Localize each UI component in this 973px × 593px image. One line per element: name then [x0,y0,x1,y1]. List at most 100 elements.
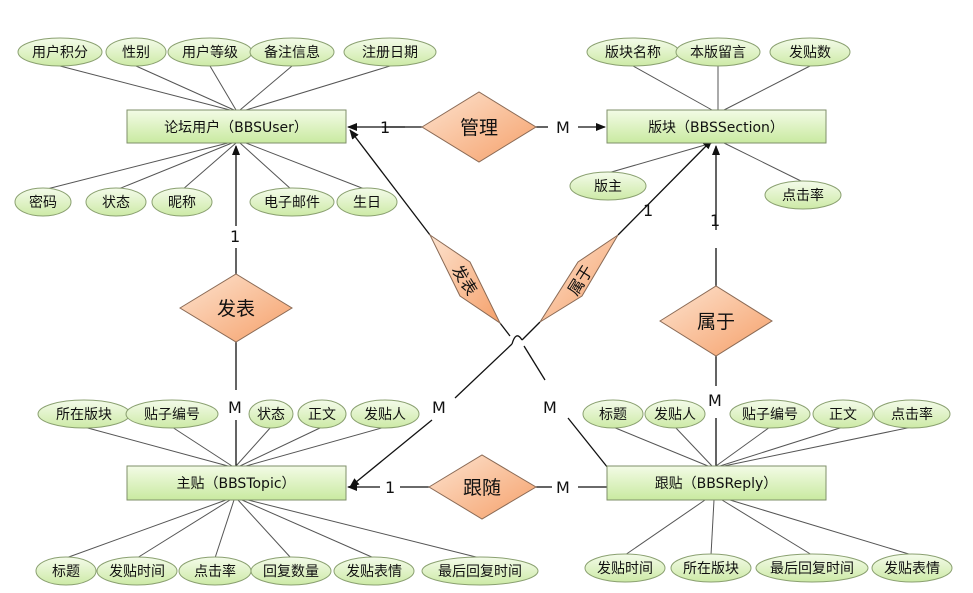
svg-text:本版留言: 本版留言 [690,45,746,61]
card-post-reply-reply: M [543,398,557,417]
svg-text:点击率: 点击率 [891,406,933,423]
svg-text:性别: 性别 [122,45,150,61]
svg-text:最后回复时间: 最后回复时间 [770,560,854,577]
svg-text:电子邮件: 电子邮件 [264,195,320,211]
attribute-user-top-3: 备注信息 [249,37,335,67]
attribute-topic-bottom-1: 发贴时间 [96,556,178,586]
svg-text:点击率: 点击率 [194,563,236,580]
relationship-belong-topic: 属于 [539,234,619,323]
attribute-user-bottom-3: 电子邮件 [249,187,335,217]
attribute-topic-top-2: 状态 [248,399,294,429]
svg-text:版主: 版主 [594,179,622,195]
svg-text:发贴表情: 发贴表情 [884,561,940,577]
svg-text:所在版块: 所在版块 [56,407,112,423]
attribute-topic-bottom-4: 发贴表情 [333,556,415,586]
svg-text:正文: 正文 [829,407,857,423]
attribute-reply-top-0: 标题 [582,399,644,429]
attribute-layer: 用户积分性别用户等级备注信息注册日期密码状态昵称电子邮件生日版块名称本版留言发贴… [14,37,953,586]
attribute-topic-bottom-2: 点击率 [178,556,252,586]
card-belong-reply-reply: M [708,391,722,410]
svg-text:发贴人: 发贴人 [364,407,406,423]
attribute-topic-top-0: 所在版块 [37,399,131,429]
attribute-topic-bottom-3: 回复数量 [250,556,332,586]
attribute-reply-bottom-0: 发贴时间 [584,553,666,583]
card-manage-section: M [556,118,570,137]
svg-text:发表: 发表 [217,298,255,320]
attribute-topic-top-1: 贴子编号 [125,399,219,429]
svg-text:状态: 状态 [257,407,285,423]
card-belong-topic-topic: M [432,398,446,417]
attribute-user-top-1: 性别 [105,37,167,67]
attribute-section-top-2: 发贴数 [769,37,851,67]
card-follow-topic: 1 [385,478,395,497]
attribute-topic-bottom-5: 最后回复时间 [421,556,539,586]
svg-text:跟随: 跟随 [463,477,501,499]
card-post-user: 1 [230,227,240,246]
attribute-reply-bottom-2: 最后回复时间 [755,553,869,583]
svg-text:属于: 属于 [697,311,735,333]
svg-text:昵称: 昵称 [168,195,196,211]
relationship-belong-reply: 属于 [659,285,773,357]
svg-text:最后回复时间: 最后回复时间 [438,563,522,580]
attribute-topic-top-3: 正文 [297,399,347,429]
svg-text:贴子编号: 贴子编号 [144,407,200,423]
card-follow-reply: M [556,478,570,497]
svg-text:版块名称: 版块名称 [605,45,661,61]
entity-section: 版块（BBSSection） [606,109,827,144]
attribute-user-bottom-1: 状态 [85,187,147,217]
card-post-topic: M [228,398,242,417]
svg-text:贴子编号: 贴子编号 [742,407,798,423]
attribute-reply-top-1: 发贴人 [644,399,706,429]
svg-text:发贴人: 发贴人 [654,407,696,423]
relationship-post-topic: 发表 [179,273,293,343]
svg-text:跟贴（BBSReply）: 跟贴（BBSReply） [655,476,778,492]
attribute-section-top-1: 本版留言 [675,37,761,67]
entity-user: 论坛用户（BBSUser） [126,109,347,144]
svg-text:所在版块: 所在版块 [683,561,739,577]
svg-text:注册日期: 注册日期 [362,45,418,61]
svg-text:发贴表情: 发贴表情 [346,564,402,580]
attribute-topic-top-4: 发贴人 [350,399,420,429]
attribute-section-top-0: 版块名称 [586,37,680,67]
svg-text:主贴（BBSTopic）: 主贴（BBSTopic） [176,476,295,492]
relationship-follow: 跟随 [428,454,537,520]
entity-topic: 主贴（BBSTopic） [126,465,347,501]
entity-reply: 跟贴（BBSReply） [606,465,827,501]
svg-text:标题: 标题 [599,407,627,423]
attribute-section-bottom-1: 点击率 [764,180,842,210]
relationship-post-reply: 发表 [428,233,502,325]
card-belong-reply-section: 1 [710,211,720,230]
svg-text:发贴数: 发贴数 [789,45,831,61]
attribute-user-bottom-0: 密码 [14,187,72,217]
attribute-reply-top-3: 正文 [812,399,874,429]
attribute-lines [42,65,913,559]
attribute-user-bottom-4: 生日 [336,187,398,217]
svg-text:用户等级: 用户等级 [182,44,238,61]
svg-text:状态: 状态 [102,195,130,211]
cardinality-labels: 1 M 1 M 1 M 1 M 1 M M [228,118,722,497]
svg-text:用户积分: 用户积分 [32,44,88,61]
relationship-manage: 管理 [421,91,537,163]
attribute-topic-bottom-0: 标题 [35,556,97,586]
svg-text:生日: 生日 [353,195,381,211]
svg-text:发贴时间: 发贴时间 [109,564,165,580]
svg-text:点击率: 点击率 [782,187,824,204]
attribute-reply-bottom-3: 发贴表情 [871,553,953,583]
svg-text:标题: 标题 [52,564,80,580]
card-belong-topic-section: 1 [643,201,653,220]
attribute-reply-top-2: 贴子编号 [729,399,811,429]
svg-text:备注信息: 备注信息 [264,44,320,61]
card-manage-user: 1 [380,118,390,137]
attribute-reply-top-4: 点击率 [873,399,951,429]
svg-text:发贴时间: 发贴时间 [597,561,653,577]
svg-text:回复数量: 回复数量 [263,563,319,580]
relationship-lines [232,123,720,491]
svg-text:正文: 正文 [308,407,336,423]
attribute-section-bottom-0: 版主 [569,171,647,201]
svg-text:管理: 管理 [460,117,498,139]
attribute-user-top-4: 注册日期 [343,37,437,67]
attribute-user-bottom-2: 昵称 [151,187,213,217]
attribute-reply-bottom-1: 所在版块 [670,553,752,583]
attribute-user-top-2: 用户等级 [167,37,253,67]
